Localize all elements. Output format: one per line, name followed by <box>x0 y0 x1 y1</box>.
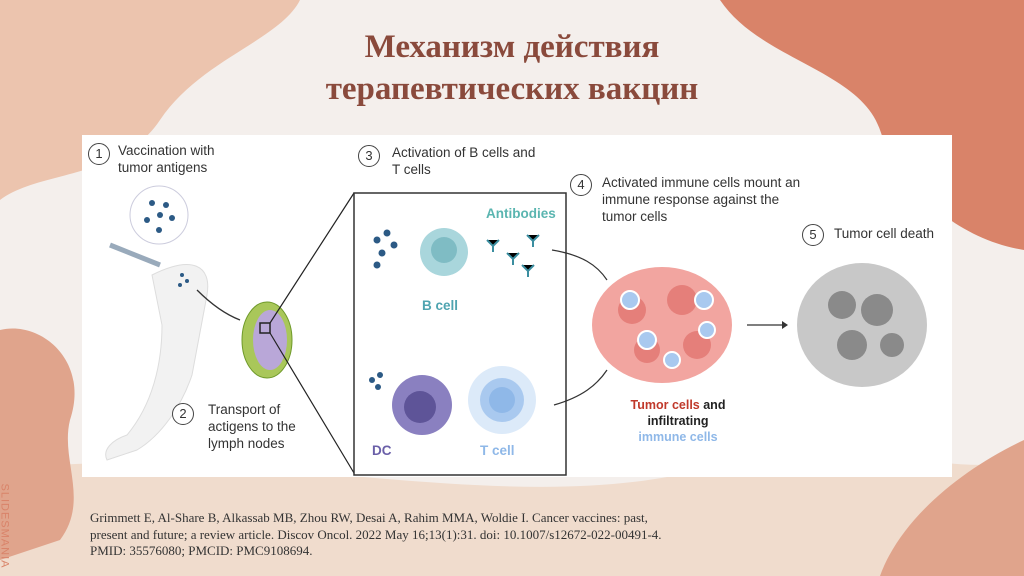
dead-tumor <box>797 263 927 387</box>
infiltrating-text: infiltrating <box>647 414 709 428</box>
activation-box <box>353 192 567 476</box>
step-2-label: Transport of actigens to the lymph nodes <box>208 402 296 451</box>
tumor-cells-text: Tumor cells <box>630 398 700 412</box>
t-cell-label: T cell <box>480 443 515 458</box>
step-3-number: 3 <box>358 145 380 167</box>
step-1-number: 1 <box>88 143 110 165</box>
title-line-2: терапевтических вакцин <box>325 71 699 107</box>
step-1-label: Vaccination with tumor antigens <box>118 143 215 175</box>
b-cell-label: B cell <box>422 298 459 313</box>
arm <box>105 264 209 461</box>
step-5-number: 5 <box>802 224 824 246</box>
leaf-right <box>880 440 1024 576</box>
tumor-label: Tumor cells and infiltrating immune cell… <box>608 397 748 445</box>
dc-label: DC <box>372 443 392 458</box>
title-line-1: Механизм действия <box>364 29 660 65</box>
vaccine-mechanism-figure: 1 Vaccination with tumor antigens 2 Tran… <box>82 135 952 477</box>
slide-title: Механизм действия терапевтических вакцин <box>0 26 1024 110</box>
antibodies-label: Antibodies <box>486 206 556 221</box>
and-text: and <box>703 398 726 412</box>
blob-top-left <box>0 0 300 200</box>
leaf-left <box>0 328 75 560</box>
syringe <box>109 242 161 268</box>
step-2-number: 2 <box>172 403 194 425</box>
step-3-label: Activation of B cells and T cells <box>392 145 536 177</box>
immune-cells-text: immune cells <box>638 430 718 444</box>
step-4-label: Activated immune cells mount an immune r… <box>602 175 801 224</box>
figure-illustration <box>105 185 927 476</box>
watermark: SLIDESMANIA <box>0 483 11 569</box>
step-5-label: Tumor cell death <box>834 226 935 241</box>
step-4-number: 4 <box>570 174 592 196</box>
citation: Grimmett E, Al-Share B, Alkassab MB, Zho… <box>90 510 662 558</box>
